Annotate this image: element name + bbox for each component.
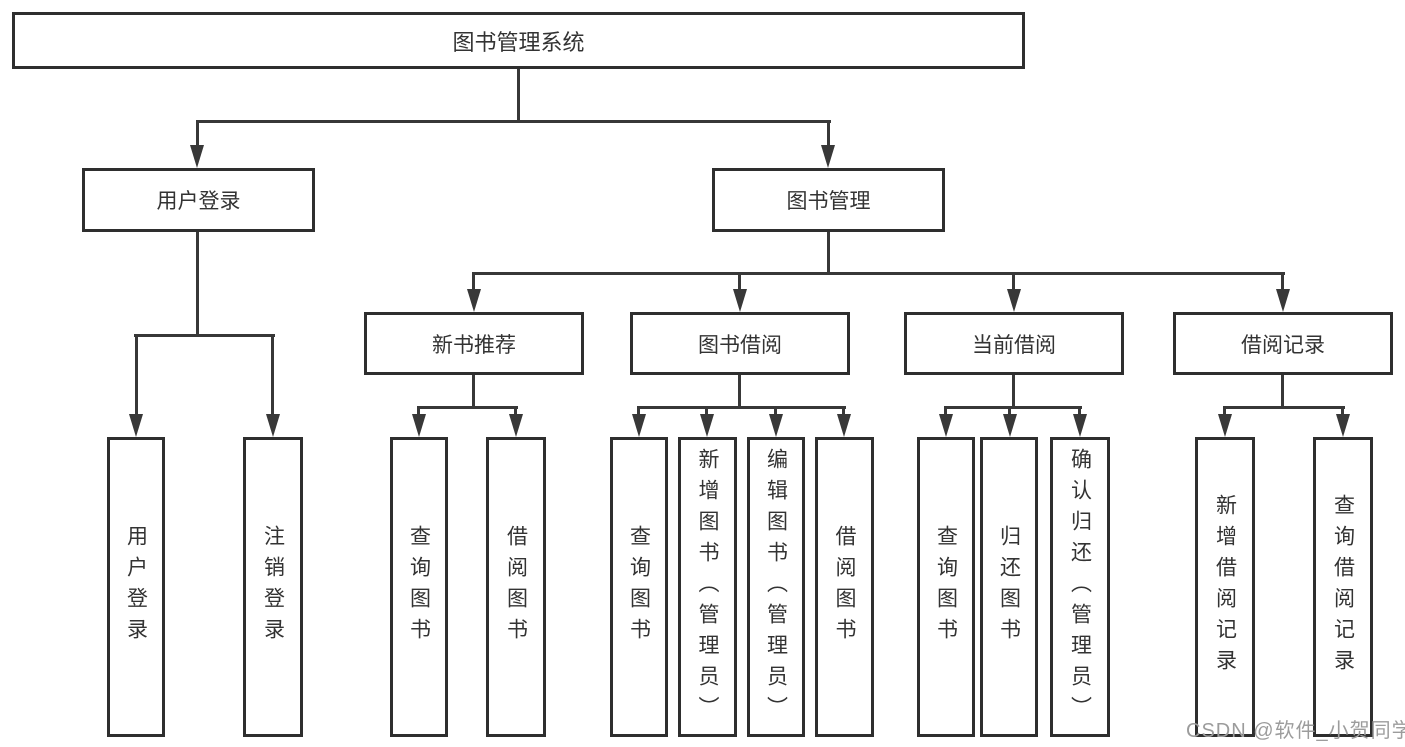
node-label: 图书借阅 <box>698 333 782 357</box>
leaf-return-books: 归还图书 <box>980 437 1038 737</box>
arrowhead-icon <box>190 145 204 168</box>
arrowhead-icon <box>509 414 523 437</box>
arrowhead-icon <box>412 414 426 437</box>
leaf-query-borrow-record: 查询借阅记录 <box>1313 437 1373 737</box>
leaf-edit-books-admin: 编辑图书（管理员） <box>747 437 805 737</box>
node-label: 查询图书 <box>934 525 958 649</box>
connector-drop <box>1281 272 1284 291</box>
node-label: 注销登录 <box>261 525 285 649</box>
connector-drop <box>1078 406 1081 415</box>
node-label: 归还图书 <box>997 525 1021 649</box>
leaf-query-books: 查询图书 <box>610 437 668 737</box>
node-book-management: 图书管理 <box>712 168 945 232</box>
connector-userlogin-stem <box>196 232 199 335</box>
node-label: 确认归还（管理员） <box>1068 447 1092 727</box>
leaf-confirm-return-admin: 确认归还（管理员） <box>1050 437 1110 737</box>
arrowhead-icon <box>1336 414 1350 437</box>
arrowhead-icon <box>632 414 646 437</box>
connector-drop <box>1008 406 1011 415</box>
node-label: 借阅记录 <box>1241 333 1325 357</box>
arrowhead-icon <box>821 145 835 168</box>
arrowhead-icon <box>769 414 783 437</box>
node-label: 用户登录 <box>156 190 241 213</box>
connector-drop <box>1223 406 1226 415</box>
node-label: 用户登录 <box>124 525 148 649</box>
arrowhead-icon <box>1003 414 1017 437</box>
node-label: 借阅图书 <box>833 525 856 649</box>
node-user-login: 用户登录 <box>82 168 315 232</box>
node-label: 新书推荐 <box>432 333 516 357</box>
connector-recommend-rail <box>417 406 518 409</box>
node-new-book-recommend: 新书推荐 <box>364 312 584 375</box>
arrowhead-icon <box>266 414 280 437</box>
arrowhead-icon <box>129 414 143 437</box>
node-label: 图书管理系统 <box>452 29 585 55</box>
leaf-user-login: 用户登录 <box>107 437 165 737</box>
connector-records-rail <box>1223 406 1345 409</box>
arrowhead-icon <box>700 414 714 437</box>
arrowhead-icon <box>939 414 953 437</box>
node-label: 查询图书 <box>627 525 651 649</box>
connector-root-stem <box>517 69 520 121</box>
node-library-management-system: 图书管理系统 <box>12 12 1025 69</box>
leaf-borrow-books: 借阅图书 <box>486 437 546 737</box>
connector-drop <box>417 406 420 415</box>
arrowhead-icon <box>733 289 747 312</box>
connector-current-stem <box>1012 375 1015 407</box>
node-label: 借阅图书 <box>504 525 528 649</box>
connector-drop <box>1341 406 1344 415</box>
connector-userlogin-rail <box>134 334 275 337</box>
node-label: 新增借阅记录 <box>1213 494 1237 680</box>
arrowhead-icon <box>1073 414 1087 437</box>
node-label: 查询图书 <box>407 525 431 649</box>
arrowhead-icon <box>1276 289 1290 312</box>
node-label: 当前借阅 <box>972 333 1056 357</box>
connector-current-rail <box>944 406 1082 409</box>
node-label: 图书管理 <box>786 190 871 213</box>
connector-records-stem <box>1281 375 1284 407</box>
node-label: 新增图书（管理员） <box>696 447 719 727</box>
connector-borrow-stem <box>738 375 741 407</box>
arrowhead-icon <box>1007 289 1021 312</box>
node-borrow-records: 借阅记录 <box>1173 312 1393 375</box>
leaf-logout: 注销登录 <box>243 437 303 737</box>
connector-drop <box>827 120 830 147</box>
connector-drop <box>705 406 708 415</box>
connector-drop <box>774 406 777 415</box>
leaf-query-books: 查询图书 <box>917 437 975 737</box>
connector-drop <box>842 406 845 415</box>
leaf-borrow-books: 借阅图书 <box>815 437 874 737</box>
connector-drop <box>135 334 138 415</box>
leaf-query-books: 查询图书 <box>390 437 448 737</box>
connector-drop <box>944 406 947 415</box>
connector-drop <box>472 272 475 291</box>
node-label: 编辑图书（管理员） <box>764 447 788 727</box>
connector-drop <box>738 272 741 291</box>
connector-drop <box>1012 272 1015 291</box>
connector-drop <box>514 406 517 415</box>
connector-root-rail <box>196 120 831 123</box>
connector-drop <box>196 120 199 147</box>
leaf-add-borrow-record: 新增借阅记录 <box>1195 437 1255 737</box>
node-book-borrow: 图书借阅 <box>630 312 850 375</box>
connector-borrow-rail <box>637 406 846 409</box>
arrowhead-icon <box>467 289 481 312</box>
csdn-watermark: CSDN @软件_小贺同学 <box>1186 720 1405 742</box>
connector-drop <box>271 334 274 415</box>
arrowhead-icon <box>837 414 851 437</box>
leaf-add-books-admin: 新增图书（管理员） <box>678 437 737 737</box>
connector-bookmgmt-rail <box>473 272 1285 275</box>
connector-bookmgmt-stem <box>827 232 830 274</box>
arrowhead-icon <box>1218 414 1232 437</box>
node-label: 查询借阅记录 <box>1331 494 1355 680</box>
connector-drop <box>637 406 640 415</box>
connector-recommend-stem <box>472 375 475 407</box>
node-current-borrow: 当前借阅 <box>904 312 1124 375</box>
